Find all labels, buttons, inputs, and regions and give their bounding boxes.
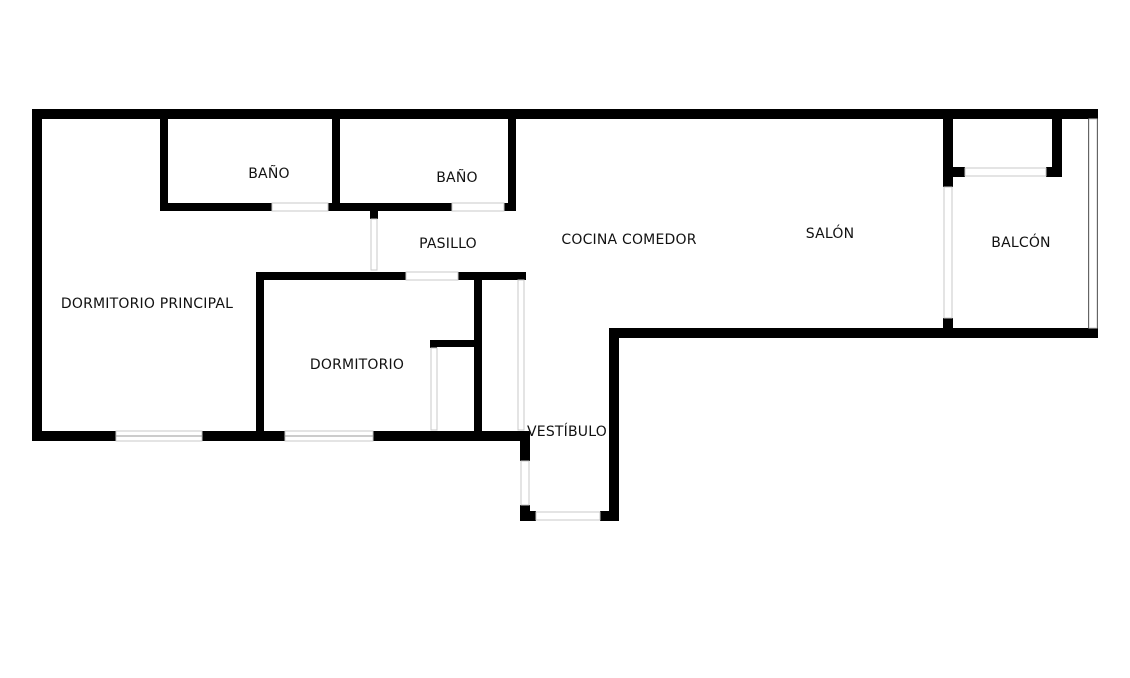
wall-balcon-left-top [943, 119, 953, 187]
door-bano2 [451, 202, 505, 212]
wall-balcon-stub-left [943, 167, 965, 177]
door-closet [430, 347, 438, 431]
door-entry-bottom [535, 511, 601, 521]
opening-vestibulo [517, 279, 525, 431]
wall-top [32, 109, 1098, 119]
openings [115, 118, 1098, 521]
wall-vestibulo-bottom-right [600, 511, 619, 521]
wall-closet-shelf [430, 340, 478, 347]
door-balcon [943, 186, 953, 319]
label-cocina-comedor: COCINA COMEDOR [561, 232, 696, 248]
label-dormitorio-principal: DORMITORIO PRINCIPAL [61, 296, 233, 312]
window-dormitorio [284, 430, 374, 442]
wall-dormitorio-left [256, 272, 264, 436]
wall-vestibulo-left [520, 431, 530, 461]
label-pasillo: PASILLO [419, 236, 477, 252]
room-labels: DORMITORIO PRINCIPAL BAÑO BAÑO PASILLO C… [61, 165, 1051, 440]
label-salon: SALÓN [806, 224, 855, 242]
wall-salon-bottom [609, 328, 1098, 338]
label-bano-2: BAÑO [436, 169, 477, 186]
opening-balcon-top [964, 167, 1047, 177]
wall-balcon-left-bottom [943, 318, 953, 338]
wall-vestibulo-right [609, 328, 619, 521]
door-entry [520, 460, 530, 506]
label-bano-1: BAÑO [248, 165, 289, 182]
label-balcon: BALCÓN [991, 233, 1050, 251]
railing-balcon [1088, 118, 1098, 329]
door-bano1 [271, 202, 329, 212]
wall-banos-bottom [160, 203, 516, 211]
wall-balcon-stub-right-h [1046, 167, 1062, 177]
wall-pasillo-stub [370, 211, 378, 219]
label-vestibulo: VESTÍBULO [527, 423, 607, 440]
label-dormitorio: DORMITORIO [310, 357, 404, 373]
wall-bano-middle [332, 119, 340, 211]
wall-left [32, 109, 42, 441]
walls [32, 109, 1098, 521]
wall-bano1-left [160, 119, 168, 211]
wall-bottom-left [32, 431, 530, 441]
wall-bano2-right [508, 119, 516, 211]
door-pasillo [370, 218, 378, 271]
wall-vestibulo-bottom-left [520, 511, 536, 521]
window-dormitorio-principal [115, 430, 203, 442]
door-dormitorio [405, 271, 459, 281]
wall-closet-right [474, 272, 482, 436]
wall-dormitorio-top [256, 272, 526, 280]
wall-balcon-stub-right-v [1052, 119, 1062, 177]
wall-closet-stub [430, 340, 437, 348]
